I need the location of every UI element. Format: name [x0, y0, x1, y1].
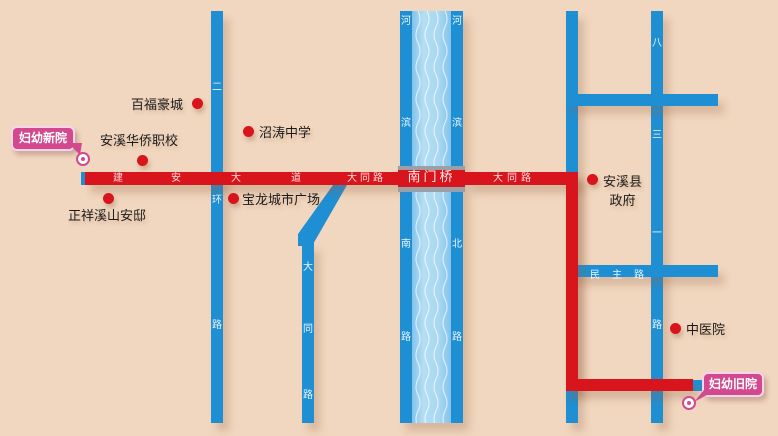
location-pin-icon [76, 152, 90, 166]
river: 河 滨 南 路 河 滨 北 路 [400, 11, 463, 423]
poi-anxi-county-government[interactable]: 安溪县 政府 [587, 171, 642, 209]
river-water [412, 11, 451, 423]
road-label: 滨 [452, 118, 462, 129]
road-minzhu[interactable]: 民 主 路 [566, 265, 718, 281]
road-basan[interactable]: 八 三 一 路 [651, 11, 663, 423]
route-datong-road-east[interactable]: 大同路 [465, 172, 578, 185]
road-erhuan[interactable]: 二 环 路 [211, 11, 223, 423]
poi-anxi-huaqiao-school[interactable]: 安溪华侨职校 [100, 130, 178, 149]
route-vertical-south[interactable] [566, 172, 578, 391]
poi-label: 中医院 [686, 323, 726, 338]
road-label: 二 [212, 82, 222, 93]
poi-tcm-hospital[interactable]: 中医院 [670, 319, 725, 338]
road-label: 民 [590, 270, 600, 281]
road-label: 路 [452, 332, 462, 343]
road-label: 路 [303, 390, 313, 401]
road-label: 南 [401, 239, 411, 250]
road-stub-west [81, 172, 86, 185]
road-label: 大同路 [493, 173, 535, 184]
bridge-label: 南门桥 [407, 170, 456, 185]
callout-label: 妇幼新院 [19, 131, 68, 145]
road-label: 同 [303, 324, 313, 335]
road-datong-diagonal[interactable] [290, 170, 370, 250]
road-label: 路 [212, 320, 222, 331]
route-jianan-avenue[interactable]: 建 安 大 道 大同路 [85, 172, 398, 185]
location-dot-icon [243, 126, 254, 137]
bridge-nanmen[interactable]: 南门桥 [398, 166, 465, 192]
wave-pattern-icon [415, 11, 448, 423]
poi-zhengxiang-xishan[interactable]: 正祥溪山安邸 [68, 205, 146, 224]
road-label: 大 [303, 262, 313, 273]
road-north-east-horizontal[interactable] [566, 94, 718, 106]
road-label: 环 [212, 195, 222, 206]
road-label: 一 [652, 228, 662, 239]
road-datong[interactable]: 大 同 路 [302, 243, 314, 423]
road-label: 河 [452, 16, 462, 27]
poi-label: 安溪县 [603, 175, 643, 190]
route-to-old-hospital[interactable] [566, 379, 693, 391]
callout-label: 妇幼旧院 [709, 377, 758, 391]
bridge-deck [398, 170, 465, 187]
poi-label: 安溪华侨职校 [100, 134, 179, 149]
location-pin-icon [682, 396, 696, 410]
road-label: 河 [401, 16, 411, 27]
road-label: 主 [612, 270, 622, 281]
road-label: 滨 [401, 118, 411, 129]
location-dot-icon [228, 193, 239, 204]
poi-label: 正祥溪山安邸 [68, 209, 147, 224]
location-dot-icon [137, 155, 148, 166]
road-label: 大 [231, 173, 241, 184]
poi-label: 政府 [609, 194, 636, 209]
callout-new-maternity-hospital[interactable]: 妇幼新院 [11, 126, 76, 151]
callout-old-maternity-hospital[interactable]: 妇幼旧院 [702, 372, 765, 397]
location-dot-icon [670, 323, 681, 334]
road-label: 路 [634, 270, 644, 281]
road-label: 安 [171, 173, 181, 184]
poi-label: 百福豪城 [131, 98, 184, 113]
poi-baifu-haocheng[interactable]: 百福豪城 [131, 94, 204, 113]
road-label: 北 [452, 239, 462, 250]
poi-label: 沼涛中学 [259, 126, 312, 141]
road-label: 大同路 [347, 173, 386, 184]
location-dot-icon [192, 98, 204, 109]
callout-tail [694, 390, 716, 402]
poi-zhaotao-middle-school[interactable]: 沼涛中学 [243, 122, 311, 141]
road-label: 建 [113, 173, 123, 184]
road-label: 三 [652, 130, 662, 141]
road-label: 八 [652, 38, 662, 49]
location-dot-icon [103, 193, 114, 204]
road-stub-east [693, 380, 703, 391]
road-label: 道 [291, 173, 301, 184]
poi-label-group: 安溪县 政府 [603, 171, 642, 209]
road-label: 路 [652, 320, 662, 331]
location-dot-icon [587, 174, 598, 185]
road-label: 路 [401, 332, 411, 343]
poi-baolong-plaza[interactable]: 宝龙城市广场 [228, 189, 320, 208]
poi-label: 宝龙城市广场 [242, 193, 321, 208]
